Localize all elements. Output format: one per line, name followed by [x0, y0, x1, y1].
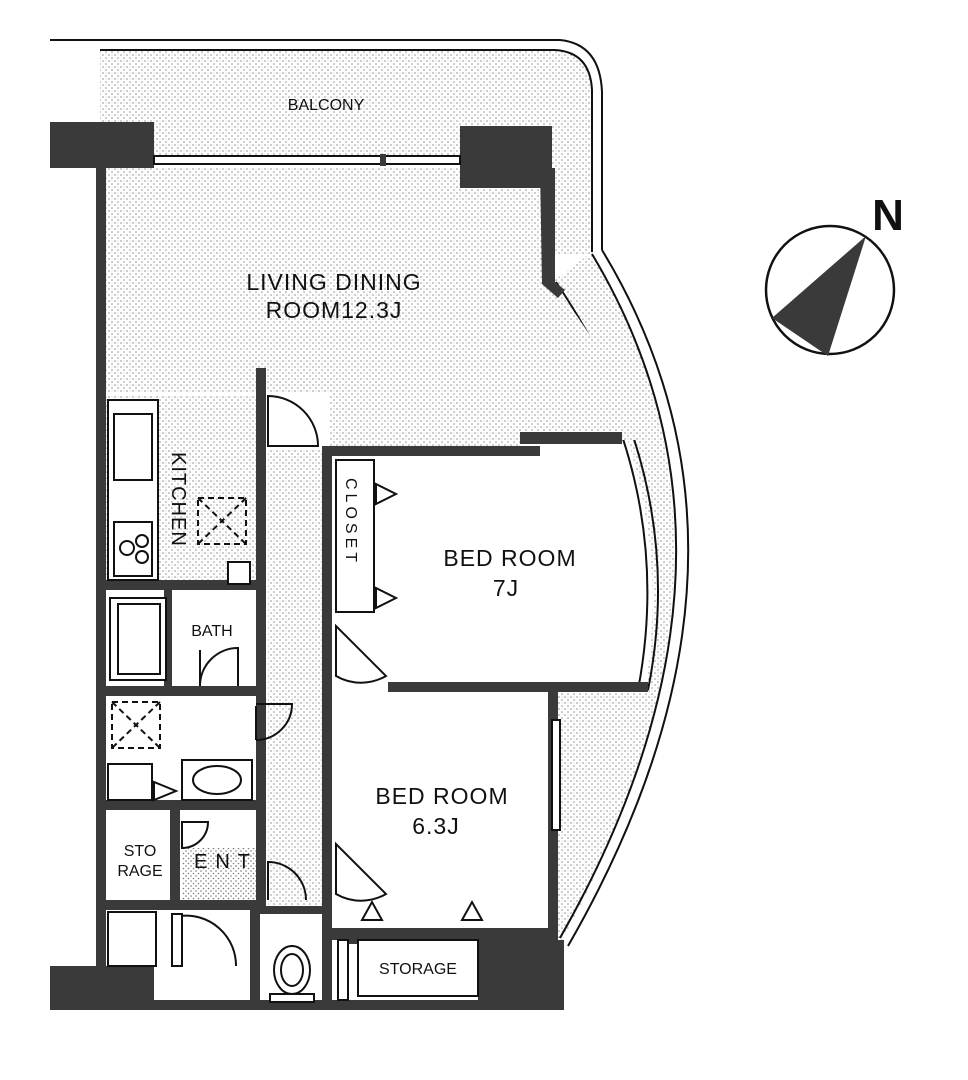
- compass-needle-icon: [772, 236, 866, 356]
- bathtub-inner: [117, 603, 161, 675]
- wall-bath-bottom: [96, 686, 266, 696]
- balcony-railing-inner: [100, 49, 593, 252]
- burner-icon: [135, 550, 149, 564]
- bath-door-swing: [199, 646, 239, 687]
- entrance-door-leaf: [171, 913, 183, 967]
- wall-bath-divider: [164, 590, 172, 686]
- closet-door-marker: [375, 586, 399, 610]
- curved-balcony-area: [548, 252, 675, 940]
- bedroom2-size: 6.3J: [412, 813, 459, 839]
- storage-closet: [357, 939, 479, 997]
- bedroom1-label: BED ROOM: [443, 545, 576, 571]
- laundry-cabinet: [107, 763, 153, 801]
- wall-column-top-left: [50, 122, 154, 168]
- living-dining-size: ROOM12.3J: [266, 297, 403, 323]
- burner-icon: [135, 534, 149, 548]
- toilet-seat: [280, 953, 304, 987]
- wall-bed1-top-right: [520, 432, 622, 444]
- wall-hall-right: [322, 446, 332, 906]
- storage-left-label-2: RAGE: [117, 863, 162, 880]
- bedroom2-side-pillar: [337, 939, 349, 1001]
- toilet-tank: [269, 993, 315, 1003]
- entrance-label: ENT: [194, 851, 258, 873]
- wall-toilet-top: [250, 906, 330, 914]
- toilet-icon: [273, 945, 311, 995]
- wall-kitchen-bottom: [96, 580, 266, 590]
- laundry-door-swing: [255, 703, 294, 741]
- wash-basin: [192, 765, 242, 795]
- closet-door-marker: [375, 482, 399, 506]
- range-hood-icon: [197, 497, 247, 545]
- storage-door-marker: [360, 899, 384, 921]
- washer-icon: [111, 701, 161, 749]
- wall-laundry-bottom: [96, 800, 266, 810]
- living-window-mullion: [380, 154, 386, 166]
- wall-toilet-right: [322, 906, 332, 1010]
- wall-bottom: [154, 1000, 478, 1010]
- wall-bed2-bottom: [330, 928, 550, 940]
- hallway-floor: [268, 450, 324, 905]
- storage-door-swing: [181, 821, 210, 850]
- bedroom1-size: 7J: [493, 575, 519, 601]
- bedroom2-window: [551, 719, 561, 831]
- living-door-swing: [267, 394, 320, 447]
- balcony-label: BALCONY: [288, 97, 365, 114]
- entrance-door-swing: [179, 914, 238, 967]
- wall-left-outer: [96, 168, 106, 968]
- storage-bottom-label: STORAGE: [379, 961, 457, 978]
- entrance-floor: [182, 848, 258, 900]
- wall-right-diagonal: [540, 168, 565, 298]
- wall-column-top-right: [460, 126, 552, 188]
- curved-railing-outer: [567, 249, 690, 947]
- wall-bed1-bottom: [388, 682, 648, 692]
- burner-icon: [119, 540, 135, 556]
- kitchen-label: KITCHEN: [167, 452, 189, 547]
- toilet-door-swing: [267, 860, 307, 901]
- kitchen-sink: [113, 413, 153, 481]
- washer-cross: [111, 701, 161, 749]
- living-window: [153, 155, 461, 165]
- pipe-shaft: [227, 561, 251, 585]
- laundry-door-marker: [153, 780, 179, 802]
- wall-hall-left: [256, 368, 266, 588]
- bedroom1-door-swing: [335, 623, 388, 684]
- balcony-railing: [50, 39, 603, 250]
- compass-north-label: N: [872, 191, 904, 240]
- bath-label: BATH: [191, 623, 232, 640]
- wall-bed1-top: [322, 446, 540, 456]
- closet: [335, 459, 375, 613]
- wall-column-bottom-right: [478, 940, 564, 1010]
- wall-hall-left-lower: [256, 588, 266, 908]
- wall-toilet-left: [250, 900, 260, 1010]
- shoe-cabinet: [107, 911, 157, 967]
- storage-left-label: STO: [124, 843, 157, 860]
- storage-door-marker: [460, 899, 484, 921]
- wall-storage-divider: [170, 810, 180, 902]
- balcony-area: [100, 50, 592, 255]
- wall-storage-bottom: [96, 900, 266, 910]
- wall-column-bottom-left: [50, 966, 154, 1010]
- bedroom2-door-swing: [335, 841, 388, 902]
- bedroom2-label: BED ROOM: [375, 783, 508, 809]
- range-hood-cross: [197, 497, 247, 545]
- closet-label: CLOSET: [342, 478, 359, 566]
- curved-railing-inner: [559, 253, 678, 939]
- living-dining-label: LIVING DINING: [246, 269, 421, 295]
